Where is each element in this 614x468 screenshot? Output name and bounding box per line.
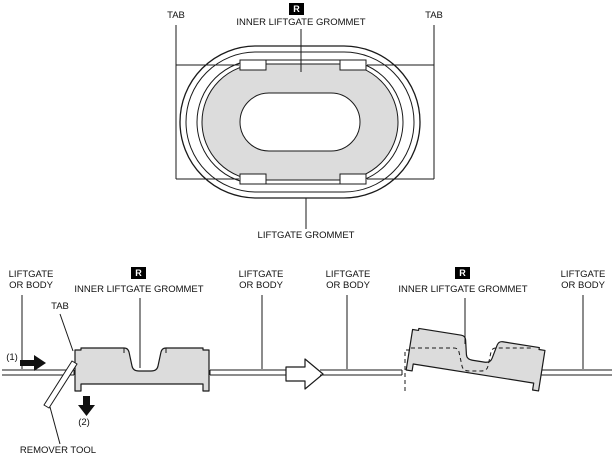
press-arrow-2-icon bbox=[78, 396, 95, 416]
next-step-arrow-icon bbox=[285, 358, 324, 390]
grommet-center-opening bbox=[239, 92, 361, 152]
tab-leader-2 bbox=[59, 313, 74, 352]
grommet-cross-section-tilted bbox=[405, 326, 546, 392]
grommet-cross-section bbox=[74, 347, 210, 392]
grommet-outer-ring-inner-line bbox=[185, 51, 415, 193]
tab-bottom-right bbox=[339, 173, 367, 185]
top-tab-right-label: TAB bbox=[425, 10, 443, 21]
removal-restraint-badge: R bbox=[131, 267, 146, 279]
result-restraint-badge: R bbox=[455, 267, 470, 279]
step-2-label: (2) bbox=[78, 417, 90, 428]
press-arrow-1-icon bbox=[20, 355, 46, 371]
remover-tool-shape bbox=[43, 360, 78, 409]
tab-top-left bbox=[239, 59, 267, 71]
remover-tool-leader bbox=[49, 406, 61, 445]
tab-bottom-left bbox=[239, 173, 267, 185]
result-body-left-label: LIFTGATE OR BODY bbox=[325, 269, 371, 291]
removal-body-right-label: LIFTGATE OR BODY bbox=[238, 269, 284, 291]
top-inner-grommet-label: INNER LIFTGATE GROMMET bbox=[236, 17, 366, 28]
grommet-outer-ring bbox=[179, 45, 421, 199]
result-view-drawing bbox=[320, 295, 612, 392]
top-tab-left-label: TAB bbox=[167, 10, 185, 21]
removal-view-drawing bbox=[2, 295, 288, 445]
removal-tab-label: TAB bbox=[51, 301, 69, 312]
removal-body-left-label: LIFTGATE OR BODY bbox=[8, 269, 54, 291]
remover-tool-label: REMOVER TOOL bbox=[19, 445, 97, 456]
tab-top-right bbox=[339, 59, 367, 71]
top-restraint-badge: R bbox=[289, 3, 304, 15]
removal-inner-grommet-label: INNER LIFTGATE GROMMET bbox=[74, 284, 204, 295]
top-view-drawing bbox=[175, 25, 435, 229]
grommet-band-outer-line bbox=[196, 59, 404, 185]
liftgate-grommet-label: LIFTGATE GROMMET bbox=[257, 230, 355, 241]
result-body-right-label: LIFTGATE OR BODY bbox=[560, 269, 606, 291]
step-1-label: (1) bbox=[6, 352, 18, 363]
result-inner-grommet-label: INNER LIFTGATE GROMMET bbox=[398, 284, 528, 295]
